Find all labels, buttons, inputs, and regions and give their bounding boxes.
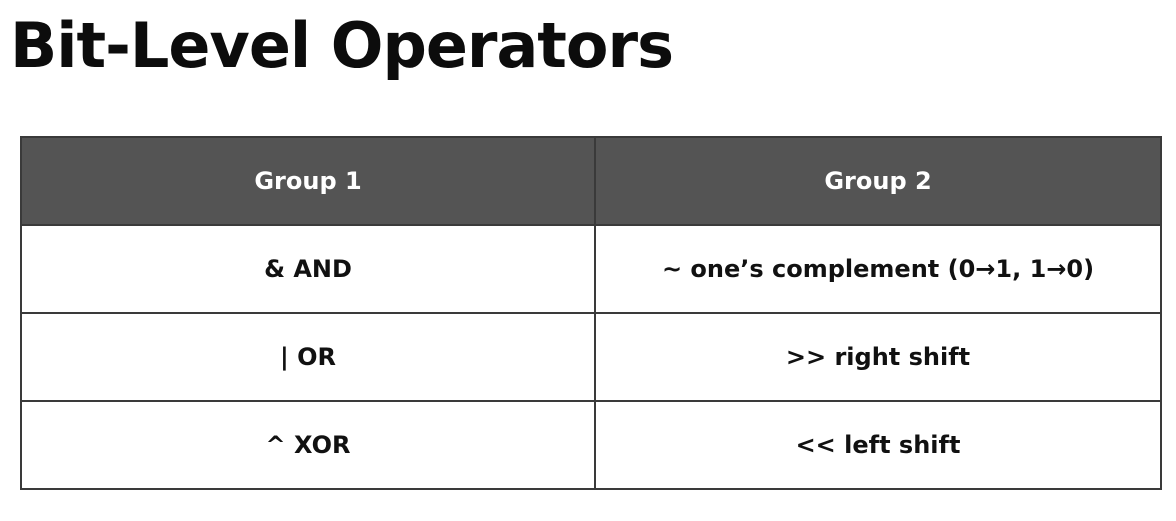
page-title: Bit-Level Operators xyxy=(10,9,674,82)
column-header-group-2: Group 2 xyxy=(594,136,1162,226)
table-row: ^ XOR << left shift xyxy=(20,400,1162,490)
table-header-row: Group 1 Group 2 xyxy=(20,136,1162,226)
table-cell-xor: ^ XOR xyxy=(20,400,596,490)
table-cell-and: & AND xyxy=(20,224,596,314)
table-cell-or: | OR xyxy=(20,312,596,402)
table-row: & AND ~ one’s complement (0→1, 1→0) xyxy=(20,224,1162,314)
table-cell-ones-complement: ~ one’s complement (0→1, 1→0) xyxy=(594,224,1162,314)
table-cell-left-shift: << left shift xyxy=(594,400,1162,490)
table-cell-right-shift: >> right shift xyxy=(594,312,1162,402)
operators-table: Group 1 Group 2 & AND ~ one’s complement… xyxy=(20,136,1162,490)
column-header-group-1: Group 1 xyxy=(20,136,596,226)
table-row: | OR >> right shift xyxy=(20,312,1162,402)
